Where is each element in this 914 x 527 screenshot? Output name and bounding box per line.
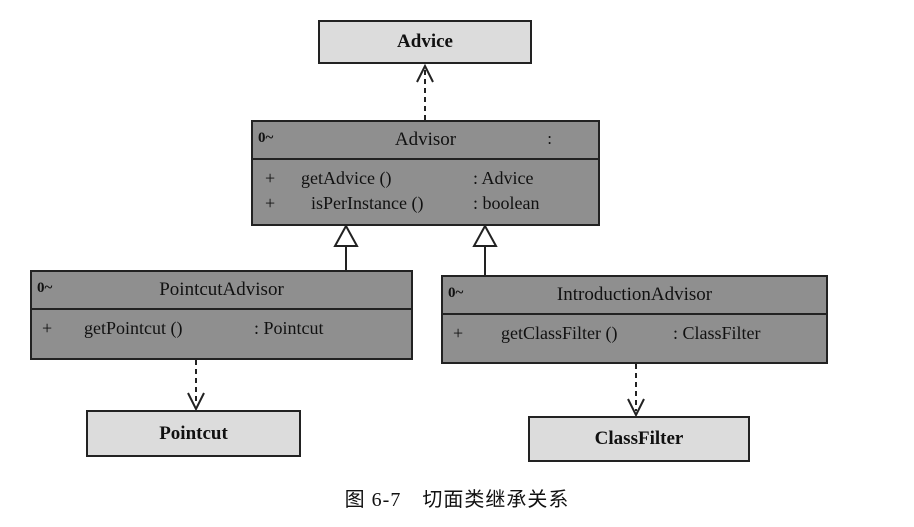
pointcut-interface-box: Pointcut bbox=[86, 410, 301, 457]
operation-row: + getAdvice () : Advice bbox=[253, 168, 598, 193]
operation-return-type: : Pointcut bbox=[254, 318, 324, 338]
figure-caption: 图 6-7 切面类继承关系 bbox=[344, 489, 570, 511]
introductionadvisor-header: 0~ IntroductionAdvisor bbox=[443, 277, 826, 315]
advisor-name: Advisor bbox=[394, 129, 457, 150]
operation-name: getClassFilter () bbox=[501, 323, 618, 343]
advisor-header: 0~ Advisor : bbox=[253, 122, 598, 160]
pointcut-name: Pointcut bbox=[159, 422, 228, 444]
operation-row: + getClassFilter () : ClassFilter bbox=[443, 323, 826, 348]
operation-row: + getPointcut () : Pointcut bbox=[32, 318, 411, 343]
advice-interface-box: Advice bbox=[318, 20, 532, 64]
advisor-to-advice-dependency bbox=[416, 63, 434, 120]
operation-name: getAdvice () bbox=[301, 168, 392, 188]
operation-visibility: + bbox=[265, 168, 276, 188]
operation-return-type: : ClassFilter bbox=[673, 323, 761, 343]
advisor-header-marker: : bbox=[547, 129, 552, 148]
operation-name: isPerInstance () bbox=[311, 193, 424, 213]
pointcutadvisor-operations: + getPointcut () : Pointcut bbox=[32, 310, 411, 343]
classfilter-interface-box: ClassFilter bbox=[528, 416, 750, 462]
advisor-interface-stereotype: 0~ bbox=[258, 130, 274, 146]
operation-visibility: + bbox=[42, 318, 53, 338]
pointcutadvisor-header: 0~ PointcutAdvisor bbox=[32, 272, 411, 310]
introductionadvisor-name: IntroductionAdvisor bbox=[556, 284, 713, 305]
operation-visibility: + bbox=[265, 193, 276, 213]
introductionadvisor-class-box: 0~ IntroductionAdvisor + getClassFilter … bbox=[441, 275, 828, 364]
advisor-operations: + getAdvice () : Advice + isPerInstance … bbox=[253, 160, 598, 218]
introductionadvisor-interface-stereotype: 0~ bbox=[448, 285, 464, 301]
advisor-class-box: 0~ Advisor : + getAdvice () : Advice + i… bbox=[251, 120, 600, 226]
operation-return-type: : Advice bbox=[473, 168, 534, 188]
operation-visibility: + bbox=[453, 323, 464, 343]
operation-return-type: : boolean bbox=[473, 193, 540, 213]
introductionadvisor-operations: + getClassFilter () : ClassFilter bbox=[443, 315, 826, 348]
pointcutadvisor-class-box: 0~ PointcutAdvisor + getPointcut () : Po… bbox=[30, 270, 413, 360]
pointcutadvisor-inherits-advisor bbox=[333, 223, 359, 270]
introductionadvisor-inherits-advisor bbox=[472, 223, 498, 275]
advice-name: Advice bbox=[397, 31, 453, 52]
introductionadvisor-to-classfilter-dependency bbox=[627, 364, 645, 418]
pointcutadvisor-interface-stereotype: 0~ bbox=[37, 280, 53, 296]
operation-name: getPointcut () bbox=[84, 318, 183, 338]
pointcutadvisor-to-pointcut-dependency bbox=[187, 360, 205, 412]
pointcutadvisor-name: PointcutAdvisor bbox=[159, 279, 284, 300]
operation-row: + isPerInstance () : boolean bbox=[253, 193, 598, 218]
classfilter-name: ClassFilter bbox=[594, 428, 684, 449]
